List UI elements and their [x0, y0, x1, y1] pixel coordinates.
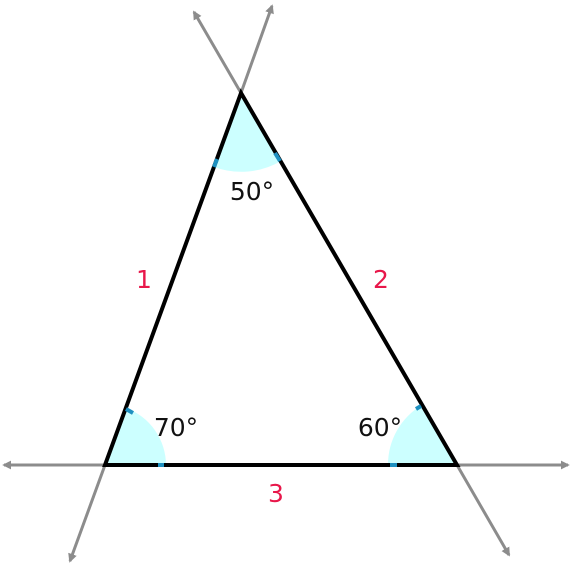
triangle: [102, 88, 461, 467]
angle-label-bottom-right: 60°: [358, 413, 402, 442]
angle-sectors: [105, 93, 457, 465]
top-angle-sector: [214, 93, 281, 172]
angle-tick: [212, 158, 219, 168]
left-side-extension-line: [68, 464, 107, 563]
side-label-left: 1: [136, 265, 152, 294]
extension-lines: [2, 4, 570, 563]
angle-label-bottom-left: 70°: [154, 413, 198, 442]
left-side-extension-line: [239, 4, 274, 94]
angle-tick: [125, 407, 134, 415]
right-side-extension-line: [192, 10, 243, 94]
angle-label-top: 50°: [230, 177, 274, 206]
right-side-extension-line: [455, 464, 511, 557]
angle-ticks: [125, 151, 423, 467]
side-label-bottom: 3: [268, 479, 284, 508]
angle-tick: [273, 151, 282, 163]
bottom-right-angle-sector: [387, 405, 457, 465]
side-label-right: 2: [373, 265, 389, 294]
bottom-left-angle-sector: [105, 408, 166, 465]
angle-tick: [414, 404, 423, 411]
